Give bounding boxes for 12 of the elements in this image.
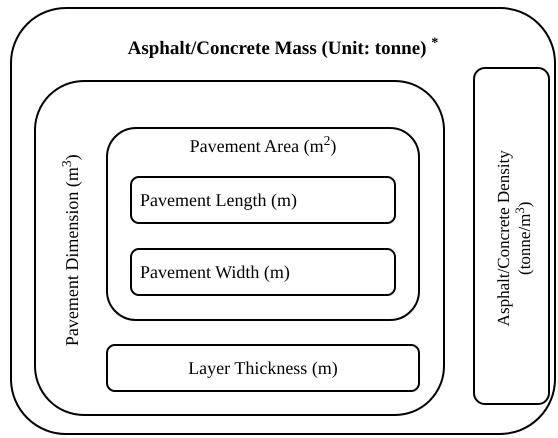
group-container bbox=[106, 127, 420, 321]
node-label: Pavement Length (m) bbox=[140, 188, 297, 212]
node-label: Asphalt/Concrete Mass (Unit: tonne) $^{*}$ bbox=[126, 37, 440, 61]
process-box bbox=[130, 248, 396, 296]
node-label: Layer Thickness (m) bbox=[187, 356, 339, 380]
process-box bbox=[106, 344, 420, 392]
node-label: Pavement Area (m$^{2}$) bbox=[188, 135, 338, 158]
outer-container bbox=[10, 7, 556, 435]
node-label: Pavement Width (m) bbox=[140, 260, 290, 284]
process-box bbox=[130, 176, 396, 224]
process-box bbox=[473, 67, 550, 405]
group-container bbox=[34, 80, 445, 416]
